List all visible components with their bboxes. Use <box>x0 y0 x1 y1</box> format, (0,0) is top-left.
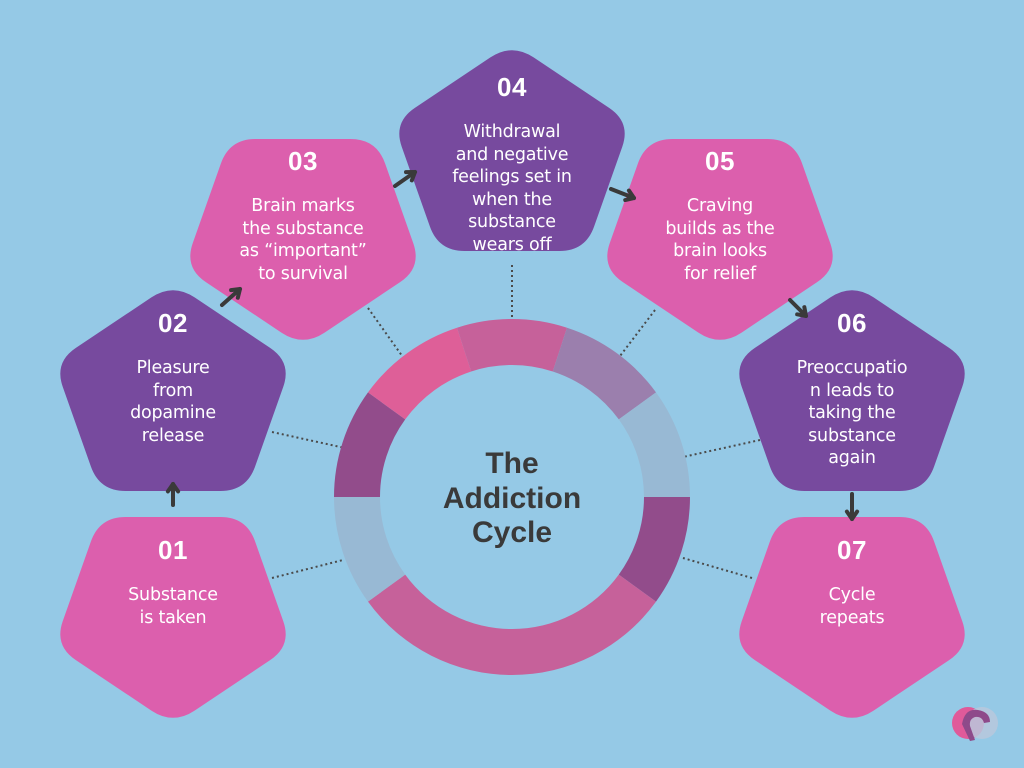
step-description-line: from <box>153 380 193 401</box>
connector-line-6 <box>682 439 761 458</box>
step-description-line: Pleasure <box>136 358 210 378</box>
title-line-1: The <box>485 447 539 480</box>
step-description-line: substance <box>808 425 896 446</box>
step-number: 05 <box>705 146 735 176</box>
arrow-icon <box>788 298 808 318</box>
step-description-line: dopamine <box>130 403 216 423</box>
title-line-3: Cycle <box>471 516 553 549</box>
connector-line-7 <box>682 557 753 579</box>
arrow-icon <box>165 482 181 507</box>
connector-line-5 <box>616 309 656 361</box>
step-number: 03 <box>288 146 318 176</box>
step-description-line: Substance <box>128 585 218 605</box>
step-01-shape <box>60 517 286 718</box>
step-description-line: to survival <box>258 263 348 284</box>
step-description-line: release <box>141 425 205 446</box>
step-description-line: as “important” <box>239 241 367 261</box>
step-description-line: feelings set in <box>452 167 572 187</box>
cycle-ring <box>334 319 690 676</box>
step-description-line: Withdrawal <box>463 122 561 142</box>
ring-segment-right-upper <box>618 392 690 497</box>
step-description-line: when the <box>472 189 552 210</box>
step-03-shape <box>190 139 416 340</box>
ring-segment-right-lower <box>618 497 690 602</box>
step-number: 07 <box>837 535 867 565</box>
connector-line-3 <box>367 307 406 361</box>
step-number: 04 <box>497 72 527 102</box>
step-description-line: Cycle <box>828 585 876 605</box>
logo-hand-shape <box>962 709 990 741</box>
step-07-shape <box>739 517 965 718</box>
ring-segment-bottom <box>367 574 657 676</box>
step-description-line: the substance <box>242 218 364 239</box>
step-description-line: taking the <box>808 403 896 423</box>
step-description-line: Preoccupatio <box>796 358 908 378</box>
arrow-icon <box>220 287 242 307</box>
ring-segment-upper-left <box>367 327 472 420</box>
step-number: 06 <box>837 308 867 338</box>
step-description-line: wears off <box>472 234 552 255</box>
step-04-shape <box>399 50 625 252</box>
step-05-shape <box>607 139 833 340</box>
connector-line-1 <box>271 431 346 449</box>
step-description-line: brain looks <box>673 241 767 261</box>
step-shapes <box>60 50 965 718</box>
step-number: 01 <box>158 535 188 565</box>
title-line-2: Addiction <box>442 481 582 515</box>
ring-segment-upper-right <box>552 327 657 420</box>
step-description-line: Craving <box>686 196 754 216</box>
step-description-line: again <box>828 448 876 468</box>
step-description-line: substance <box>468 212 556 232</box>
step-06-shape <box>739 290 965 491</box>
step-02-shape <box>60 290 286 491</box>
arrow-icon <box>609 187 636 203</box>
handshake-heart-logo <box>952 707 998 741</box>
arrow-icon <box>393 170 417 188</box>
ring-segment-left-lower <box>334 497 406 602</box>
step-description-line: for relief <box>684 263 756 284</box>
step-description-line: Brain marks <box>251 196 355 216</box>
step-number: 02 <box>158 308 188 338</box>
step-description-line: is taken <box>139 607 207 628</box>
diagram-title: The Addiction Cycle <box>412 447 612 551</box>
flow-arrows <box>165 170 860 521</box>
step-description-line: builds as the <box>665 218 775 239</box>
ring-segment-top <box>456 319 568 372</box>
step-description-line: and negative <box>455 144 569 165</box>
step-description-line: repeats <box>819 607 885 628</box>
step-description-line: n leads to <box>809 380 895 401</box>
connector-line-2 <box>271 559 344 579</box>
ring-segment-left-upper <box>334 392 406 497</box>
arrow-icon <box>844 492 860 521</box>
connector-lines <box>271 265 761 579</box>
